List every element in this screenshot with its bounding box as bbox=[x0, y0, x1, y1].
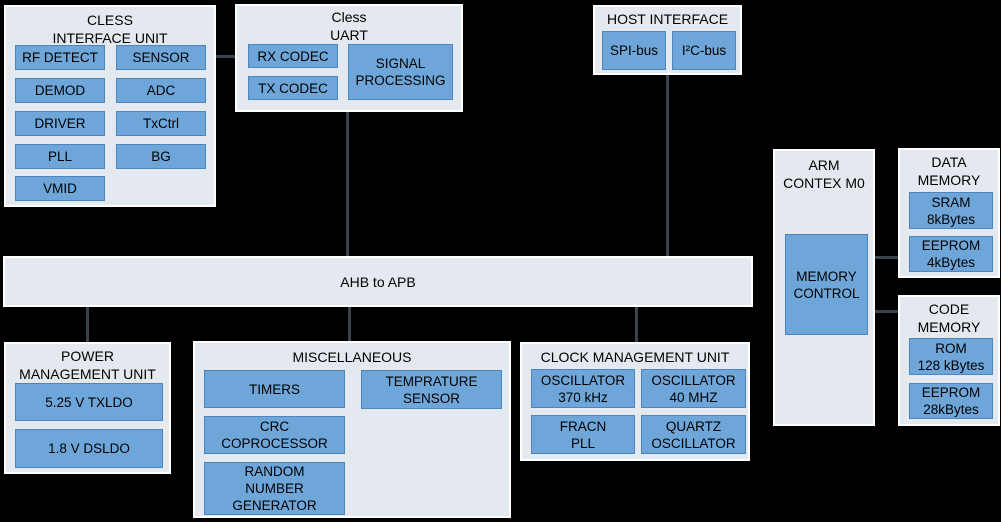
block-quartz-oscillator: QUARTZ OSCILLATOR bbox=[641, 415, 746, 454]
block-i2c-bus: I²C-bus bbox=[672, 31, 736, 70]
miscellaneous-unit: MISCELLANEOUS TIMERS TEMPRATURE SENSOR C… bbox=[193, 341, 511, 518]
connector-arm-to-code-memory bbox=[875, 310, 898, 313]
connector-bus-to-misc bbox=[348, 307, 351, 341]
block-eeprom-4kbytes: EEPROM 4kBytes bbox=[909, 236, 993, 272]
block-fracn-pll: FRACN PLL bbox=[531, 415, 635, 454]
block-txctrl: TxCtrl bbox=[116, 111, 206, 136]
block-oscillator-370khz: OSCILLATOR 370 kHz bbox=[531, 369, 635, 408]
block-txldo: 5.25 V TXLDO bbox=[15, 383, 163, 421]
ahb-to-apb-bus: AHB to APB bbox=[3, 256, 753, 307]
data-memory-unit: DATA MEMORY SRAM 8kBytes EEPROM 4kBytes bbox=[898, 148, 1000, 278]
host-interface-title: HOST INTERFACE bbox=[606, 11, 729, 27]
block-sram-8kbytes: SRAM 8kBytes bbox=[909, 192, 993, 229]
data-memory-title: DATA MEMORY bbox=[917, 154, 981, 188]
cless-interface-unit-title: CLESS INTERFACE UNIT bbox=[52, 12, 168, 46]
block-random-number-generator: RANDOM NUMBER GENERATOR bbox=[204, 462, 345, 515]
block-bg: BG bbox=[116, 144, 206, 169]
miscellaneous-title: MISCELLANEOUS bbox=[292, 349, 412, 365]
arm-contex-m0-unit: ARM CONTEX M0 MEMORY CONTROL bbox=[773, 149, 875, 426]
arm-contex-m0-title: ARM CONTEX M0 bbox=[783, 157, 865, 191]
block-vmid: VMID bbox=[15, 176, 105, 201]
connector-uart-to-bus bbox=[346, 112, 349, 256]
connector-host-to-bus bbox=[666, 75, 669, 256]
block-spi-bus: SPI-bus bbox=[602, 31, 666, 70]
code-memory-title: CODE MEMORY bbox=[917, 301, 981, 335]
connector-bus-to-cmu bbox=[635, 307, 638, 342]
block-sensor: SENSOR bbox=[116, 45, 206, 70]
block-tx-codec: TX CODEC bbox=[248, 76, 338, 100]
block-dsldo: 1.8 V DSLDO bbox=[15, 429, 163, 468]
block-signal-processing: SIGNAL PROCESSING bbox=[348, 44, 453, 100]
power-management-unit: POWER MANAGEMENT UNIT 5.25 V TXLDO 1.8 V… bbox=[4, 342, 171, 474]
clock-management-unit: CLOCK MANAGEMENT UNIT OSCILLATOR 370 kHz… bbox=[520, 342, 750, 461]
block-demod: DEMOD bbox=[15, 78, 105, 103]
connector-bus-to-pmu bbox=[86, 307, 89, 342]
cless-uart-title: Cless UART bbox=[330, 9, 368, 43]
connector-arm-to-data-memory bbox=[875, 256, 898, 259]
ahb-to-apb-label: AHB to APB bbox=[340, 273, 416, 290]
cless-interface-unit: CLESS INTERFACE UNIT RF DETECT SENSOR DE… bbox=[4, 5, 216, 207]
block-rf-detect: RF DETECT bbox=[15, 45, 105, 70]
code-memory-unit: CODE MEMORY ROM 128 kBytes EEPROM 28kByt… bbox=[898, 295, 1000, 426]
clock-management-unit-title: CLOCK MANAGEMENT UNIT bbox=[540, 349, 730, 365]
block-timers: TIMERS bbox=[204, 370, 345, 408]
block-pll: PLL bbox=[15, 144, 105, 169]
connector-cless-to-uart bbox=[216, 55, 235, 58]
block-eeprom-28kbytes: EEPROM 28kBytes bbox=[909, 383, 993, 419]
block-driver: DRIVER bbox=[15, 111, 105, 136]
host-interface-unit: HOST INTERFACE SPI-bus I²C-bus bbox=[593, 5, 742, 75]
block-rom-128kbytes: ROM 128 kBytes bbox=[909, 338, 993, 375]
power-management-unit-title: POWER MANAGEMENT UNIT bbox=[19, 348, 156, 382]
block-memory-control: MEMORY CONTROL bbox=[785, 234, 868, 335]
block-temperature-sensor: TEMPRATURE SENSOR bbox=[361, 370, 502, 409]
block-oscillator-40mhz: OSCILLATOR 40 MHZ bbox=[641, 369, 746, 408]
cless-uart-unit: Cless UART RX CODEC TX CODEC SIGNAL PROC… bbox=[235, 4, 463, 112]
block-rx-codec: RX CODEC bbox=[248, 44, 338, 68]
block-adc: ADC bbox=[116, 78, 206, 103]
block-crc-coprocessor: CRC COPROCESSOR bbox=[204, 416, 345, 454]
